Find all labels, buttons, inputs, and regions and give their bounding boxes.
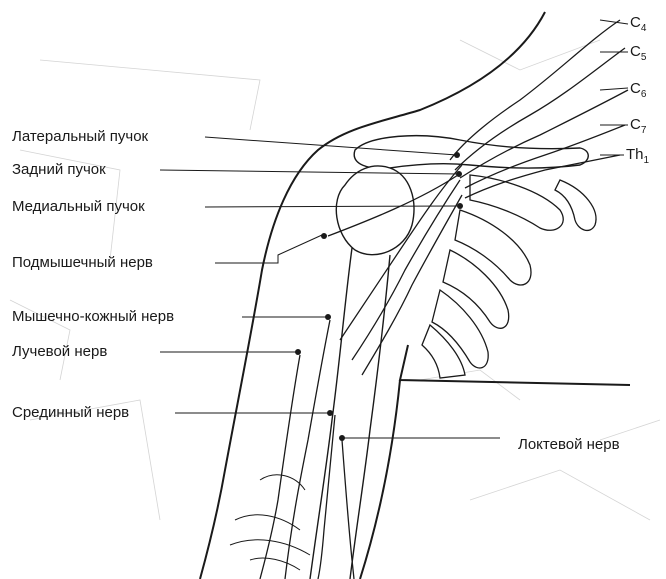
median-nerve-marker xyxy=(327,410,333,416)
radial-nerve-marker xyxy=(295,349,301,355)
root-label-c6: C6 xyxy=(630,80,646,104)
label-medial-cord: Медиальный пучок xyxy=(12,198,145,216)
label-lateral-cord: Латеральный пучок xyxy=(12,128,148,146)
posterior-cord-marker xyxy=(456,171,462,177)
musculocutaneous-nerve-marker xyxy=(325,314,331,320)
label-musculocutaneous-nerve: Мышечно-кожный нерв xyxy=(12,308,174,326)
label-axillary-nerve: Подмышечный нерв xyxy=(12,254,153,272)
body-outline xyxy=(200,12,630,579)
ribs xyxy=(422,175,596,378)
lateral-cord-marker xyxy=(454,152,460,158)
root-label-c4: C4 xyxy=(630,14,646,38)
ulnar-nerve-marker xyxy=(339,435,345,441)
label-ulnar-nerve: Локтевой нерв xyxy=(518,436,620,454)
label-median-nerve: Срединный нерв xyxy=(12,404,129,422)
root-label-th1: Th1 xyxy=(626,146,649,170)
root-label-c7: C7 xyxy=(630,116,646,140)
label-posterior-cord: Задний пучок xyxy=(12,161,106,179)
label-radial-nerve: Лучевой нерв xyxy=(12,343,107,361)
axillary-nerve-marker xyxy=(321,233,327,239)
medial-cord-marker xyxy=(457,203,463,209)
root-label-c5: C5 xyxy=(630,43,646,67)
